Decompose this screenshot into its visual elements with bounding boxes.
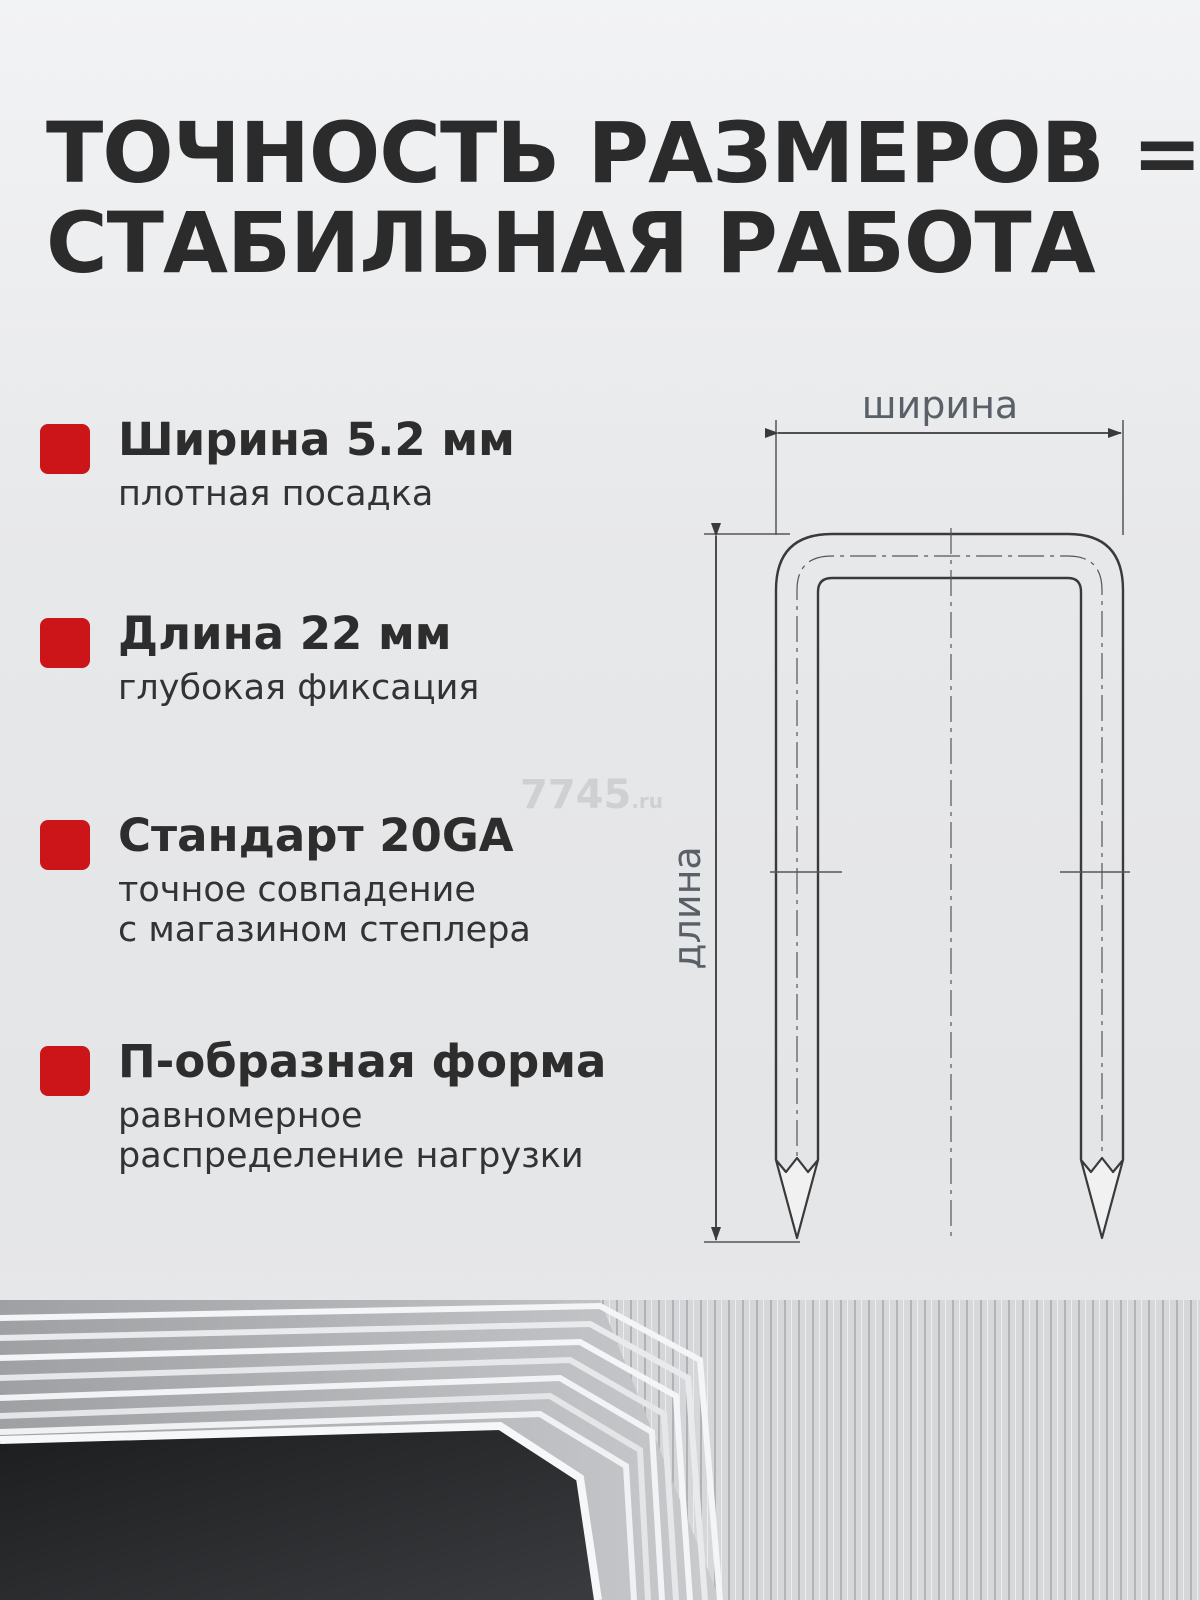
feature-title: Стандарт 20GA — [118, 809, 514, 862]
feature-subtitle: точное совпадение с магазином степлера — [118, 870, 531, 950]
headline-line-1: ТОЧНОСТЬ РАЗМЕРОВ = — [46, 104, 1200, 202]
watermark: 7745.ru — [520, 772, 664, 818]
feature-subtitle: глубокая фиксация — [118, 668, 480, 708]
feature-title: Длина 22 мм — [118, 607, 452, 660]
staple-diagram: ширина длина — [665, 383, 1130, 1243]
feature-subtitle: плотная посадка — [118, 474, 434, 514]
width-label: ширина — [862, 383, 1018, 427]
headline-line-2: СТАБИЛЬНАЯ РАБОТА — [46, 194, 1096, 292]
staples-photo — [0, 1300, 1200, 1600]
feature-title: П-образная форма — [118, 1035, 607, 1088]
length-label: длина — [665, 846, 709, 969]
staple-strip-edges — [0, 1302, 723, 1600]
staple-block-dark-face — [0, 1426, 598, 1600]
staple-inner-contour — [816, 576, 1083, 1160]
red-square-bullet-icon — [40, 424, 90, 474]
feature-subtitle: равномерное распределение нагрузки — [118, 1096, 584, 1176]
red-square-bullet-icon — [40, 1046, 90, 1096]
headline: ТОЧНОСТЬ РАЗМЕРОВ = СТАБИЛЬНАЯ РАБОТА — [46, 104, 1200, 292]
staple-outer-contour — [774, 532, 1125, 1160]
staple-point-left — [774, 1156, 820, 1240]
staple-point-right — [1079, 1156, 1125, 1240]
feature-title: Ширина 5.2 мм — [118, 413, 515, 466]
staple-centerline — [796, 555, 1103, 1230]
red-square-bullet-icon — [40, 618, 90, 668]
red-square-bullet-icon — [40, 820, 90, 870]
